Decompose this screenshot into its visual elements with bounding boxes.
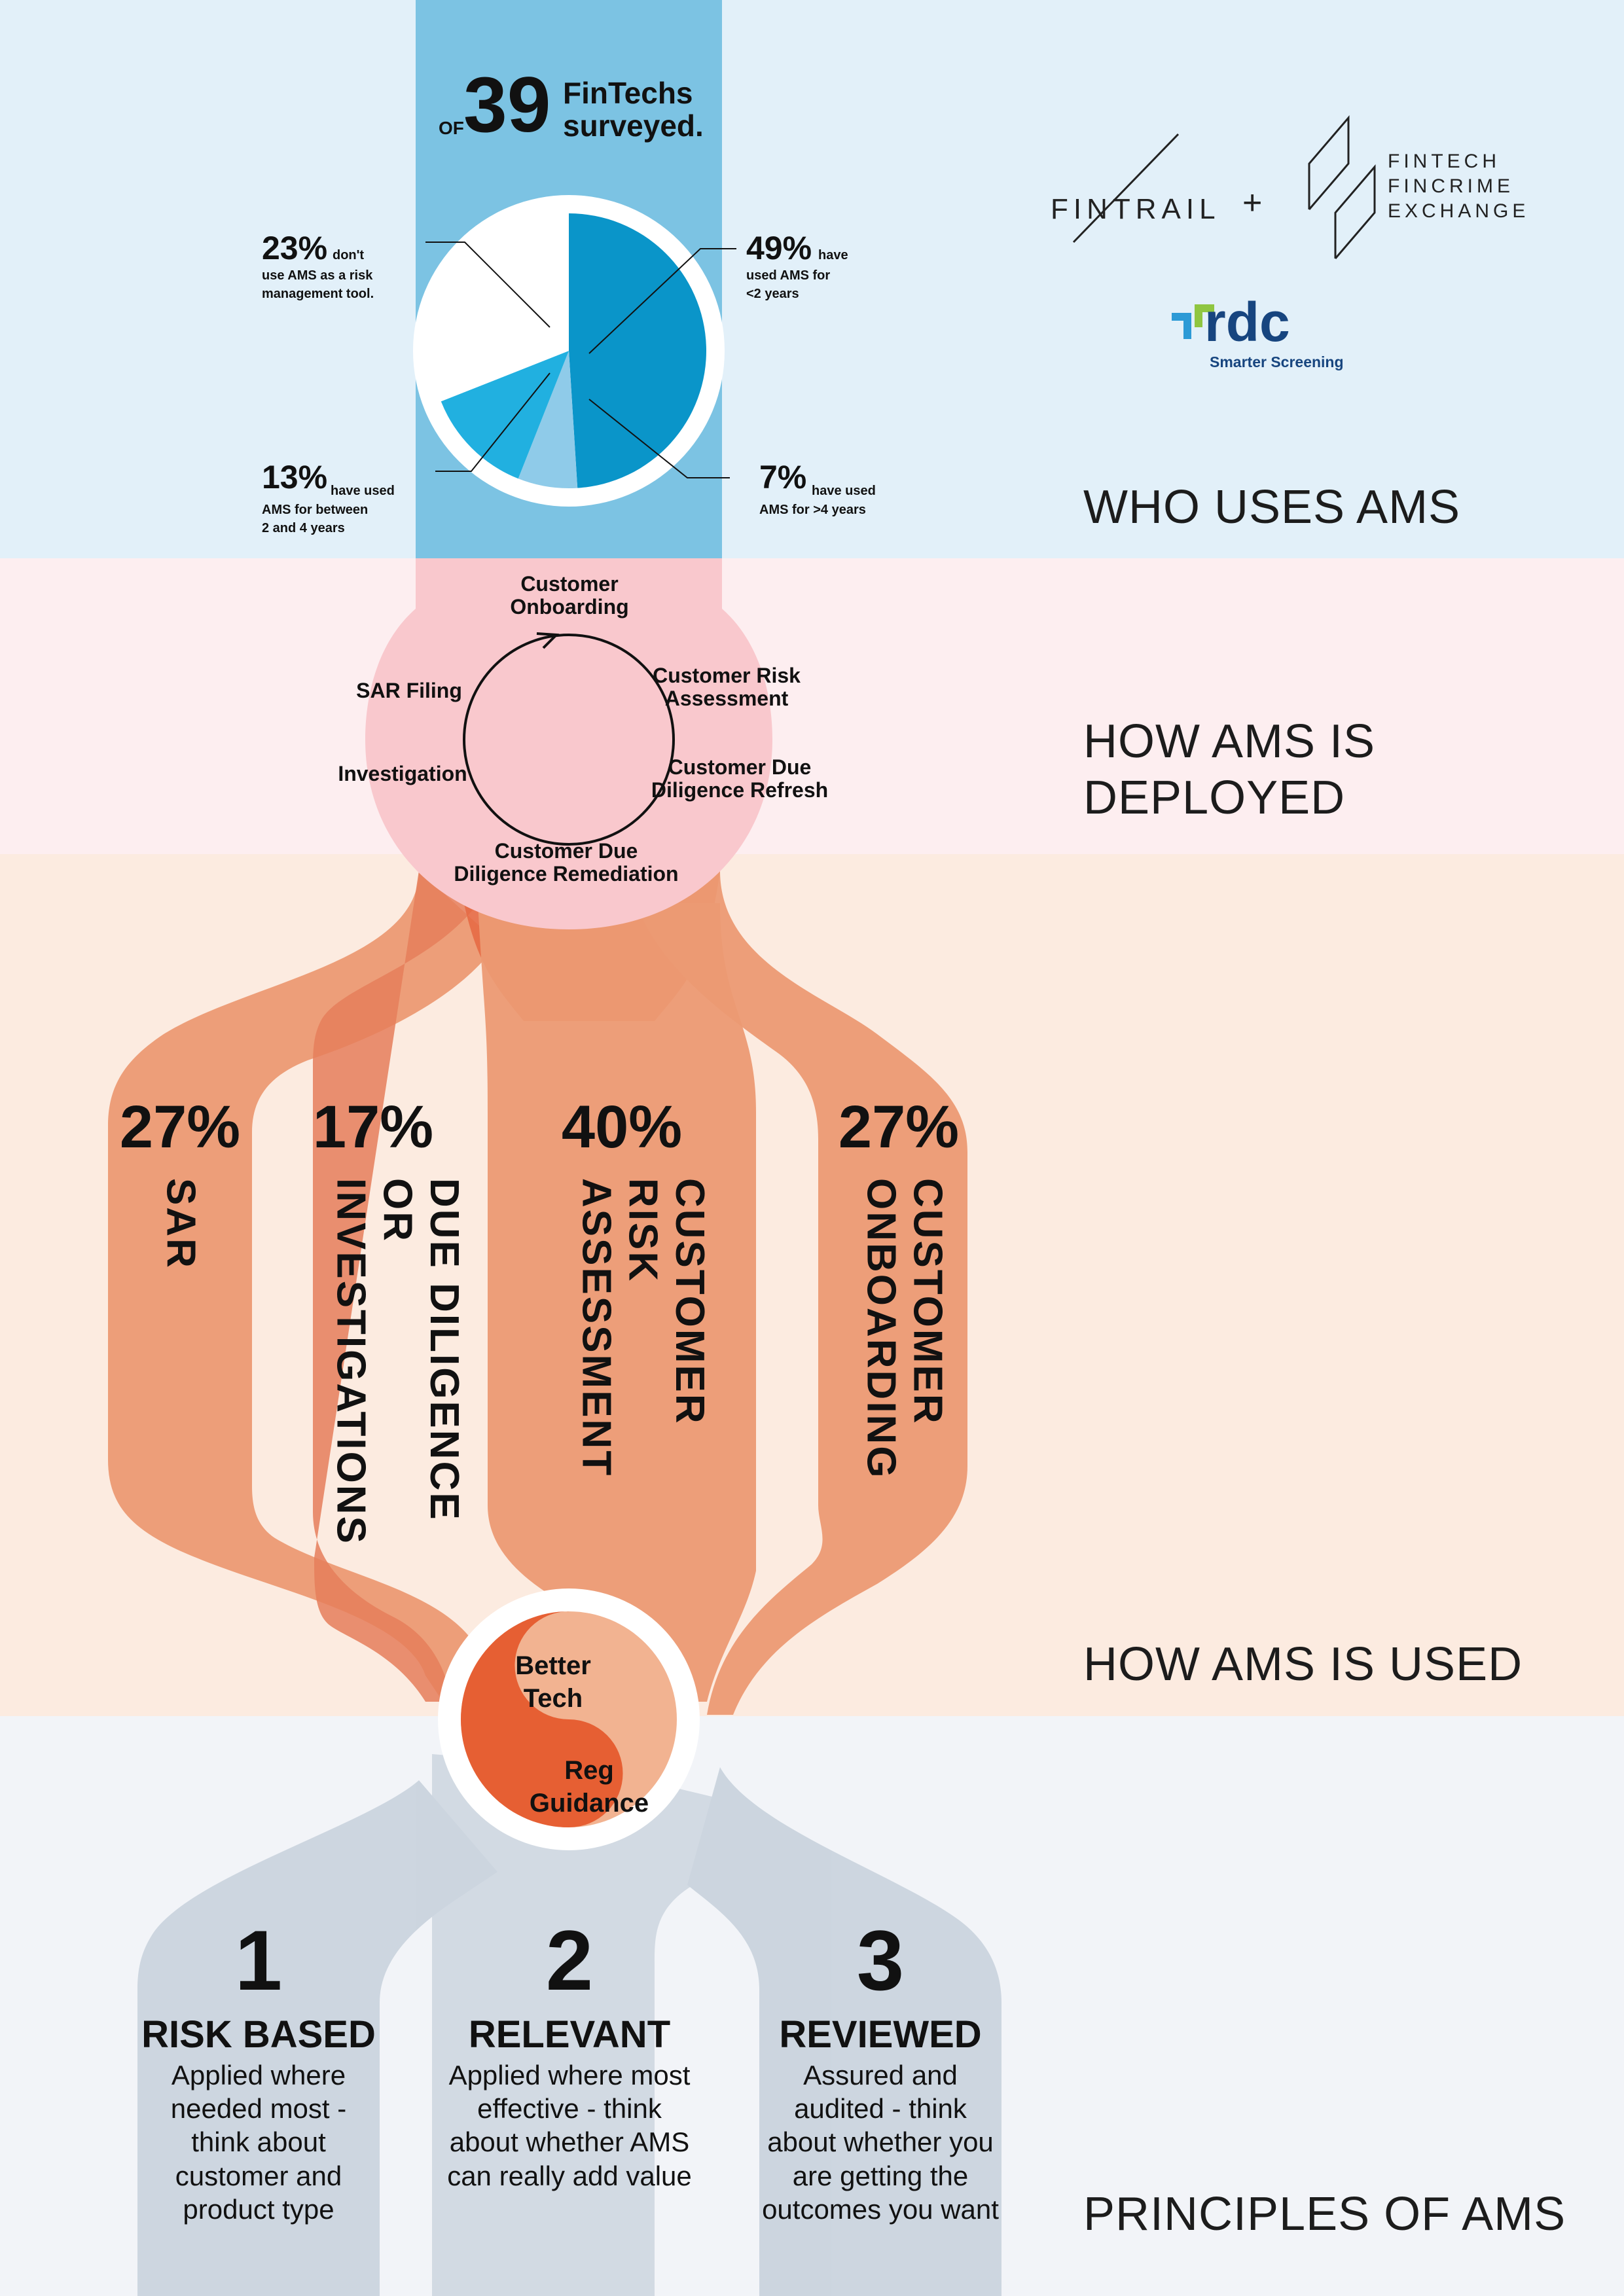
principle-desc-3: Assured and audited - think about whethe… <box>762 2060 999 2225</box>
deploy-shape <box>365 558 772 929</box>
usage-percent-risk-assessment: 40% <box>561 1094 683 1160</box>
pie-text-7b: AMS for >4 years <box>759 503 866 517</box>
principle-columns <box>137 1754 1001 2296</box>
band-deployed <box>0 558 1624 854</box>
pie-text-23c: management tool. <box>262 287 374 301</box>
usage-percent-due-diligence: 17% <box>312 1094 434 1160</box>
cycle-arrow-circle <box>463 634 675 846</box>
cycle-investigation: Investigation <box>338 762 467 785</box>
usage-streams <box>108 870 967 1715</box>
pie-chart <box>413 195 736 507</box>
principle-title-2: RELEVANT <box>468 2013 671 2056</box>
rdc-logo-mark <box>1172 304 1214 339</box>
ffe-logo-line2: FINCRIME <box>1388 175 1514 197</box>
principle-number-3: 3 <box>856 1912 905 2008</box>
pie-text-49c: <2 years <box>746 287 799 301</box>
yinyang-group <box>438 1588 700 1850</box>
cycle-remediation: Customer Due Diligence Remediation <box>454 839 679 886</box>
section-title-used: HOW AMS IS USED <box>1083 1638 1523 1691</box>
pie-slice-49 <box>569 213 707 488</box>
usage-label-sar: SAR <box>158 1178 204 1270</box>
usage-label-due-diligence: DUE DILIGENCE OR INVESTIGATIONS <box>328 1178 467 1546</box>
pie-text-49a: have <box>818 248 848 262</box>
principle-number-2: 2 <box>545 1912 594 2008</box>
pie-text-49b: used AMS for <box>746 268 831 283</box>
pie-label-13: 13% <box>262 459 328 495</box>
pie-text-13c: 2 and 4 years <box>262 521 345 535</box>
rdc-logo-tagline: Smarter Screening <box>1210 353 1344 370</box>
survey-count: 39 <box>463 61 551 149</box>
pie-slice-23 <box>431 230 569 402</box>
principle-number-1: 1 <box>234 1912 283 2008</box>
section-title-principles: PRINCIPLES OF AMS <box>1083 2188 1566 2240</box>
fintrail-logo: FINTRAIL <box>1051 193 1221 225</box>
pie-text-13b: AMS for between <box>262 503 369 517</box>
cycle-onboarding: Customer Onboarding <box>510 572 629 619</box>
pie-text-7a: have used <box>812 484 876 498</box>
yinyang-dark <box>461 1611 623 1827</box>
fintrail-logo-graphic <box>1072 133 1180 243</box>
survey-line2: surveyed. <box>563 109 704 143</box>
section-title-deployed: HOW AMS IS DEPLOYED <box>1083 715 1376 825</box>
pie-text-13a: have used <box>331 484 395 498</box>
band-who <box>0 0 1624 558</box>
pie-label-23: 23% <box>262 230 328 266</box>
ffe-logo-line3: EXCHANGE <box>1388 200 1530 222</box>
pie-slice-13 <box>441 351 569 479</box>
yinyang-bottom-label: Reg Guidance <box>529 1756 649 1818</box>
usage-percent-onboarding: 27% <box>838 1094 960 1160</box>
usage-label-onboarding: CUSTOMER ONBOARDING <box>858 1178 950 1480</box>
logo-plus: + <box>1242 184 1263 222</box>
principle-desc-1: Applied where needed most - think about … <box>170 2060 347 2225</box>
cycle-arrow-head <box>536 632 560 649</box>
pie-text-23b: use AMS as a risk <box>262 268 373 283</box>
rdc-logo: rdc <box>1204 291 1290 353</box>
principle-desc-2: Applied where most effective - think abo… <box>447 2060 692 2191</box>
ffe-logo-line1: FINTECH <box>1388 151 1500 172</box>
cycle-sar: SAR Filing <box>356 679 462 702</box>
pie-label-7: 7% <box>759 459 807 495</box>
yinyang-top-label: Better Tech <box>515 1651 591 1713</box>
pie-slice-7 <box>518 351 578 488</box>
survey-prefix: OF <box>439 118 464 138</box>
pie-slices <box>431 213 707 488</box>
cycle-refresh: Customer Due Diligence Refresh <box>651 755 829 802</box>
usage-percent-sar: 27% <box>119 1094 241 1160</box>
section-title-who: WHO USES AMS <box>1083 481 1461 533</box>
pie-leader-lines <box>425 242 736 478</box>
pie-label-49: 49% <box>746 230 812 266</box>
pie-text-23a: don't <box>333 248 365 262</box>
usage-label-risk-assessment: CUSTOMER RISK ASSESSMENT <box>573 1178 712 1478</box>
cycle-risk: Customer Risk Assessment <box>653 664 801 711</box>
principle-title-1: RISK BASED <box>141 2013 376 2056</box>
principle-title-3: REVIEWED <box>779 2013 982 2056</box>
survey-line1: FinTechs <box>563 76 693 110</box>
ffe-logo-graphic <box>1308 115 1376 259</box>
